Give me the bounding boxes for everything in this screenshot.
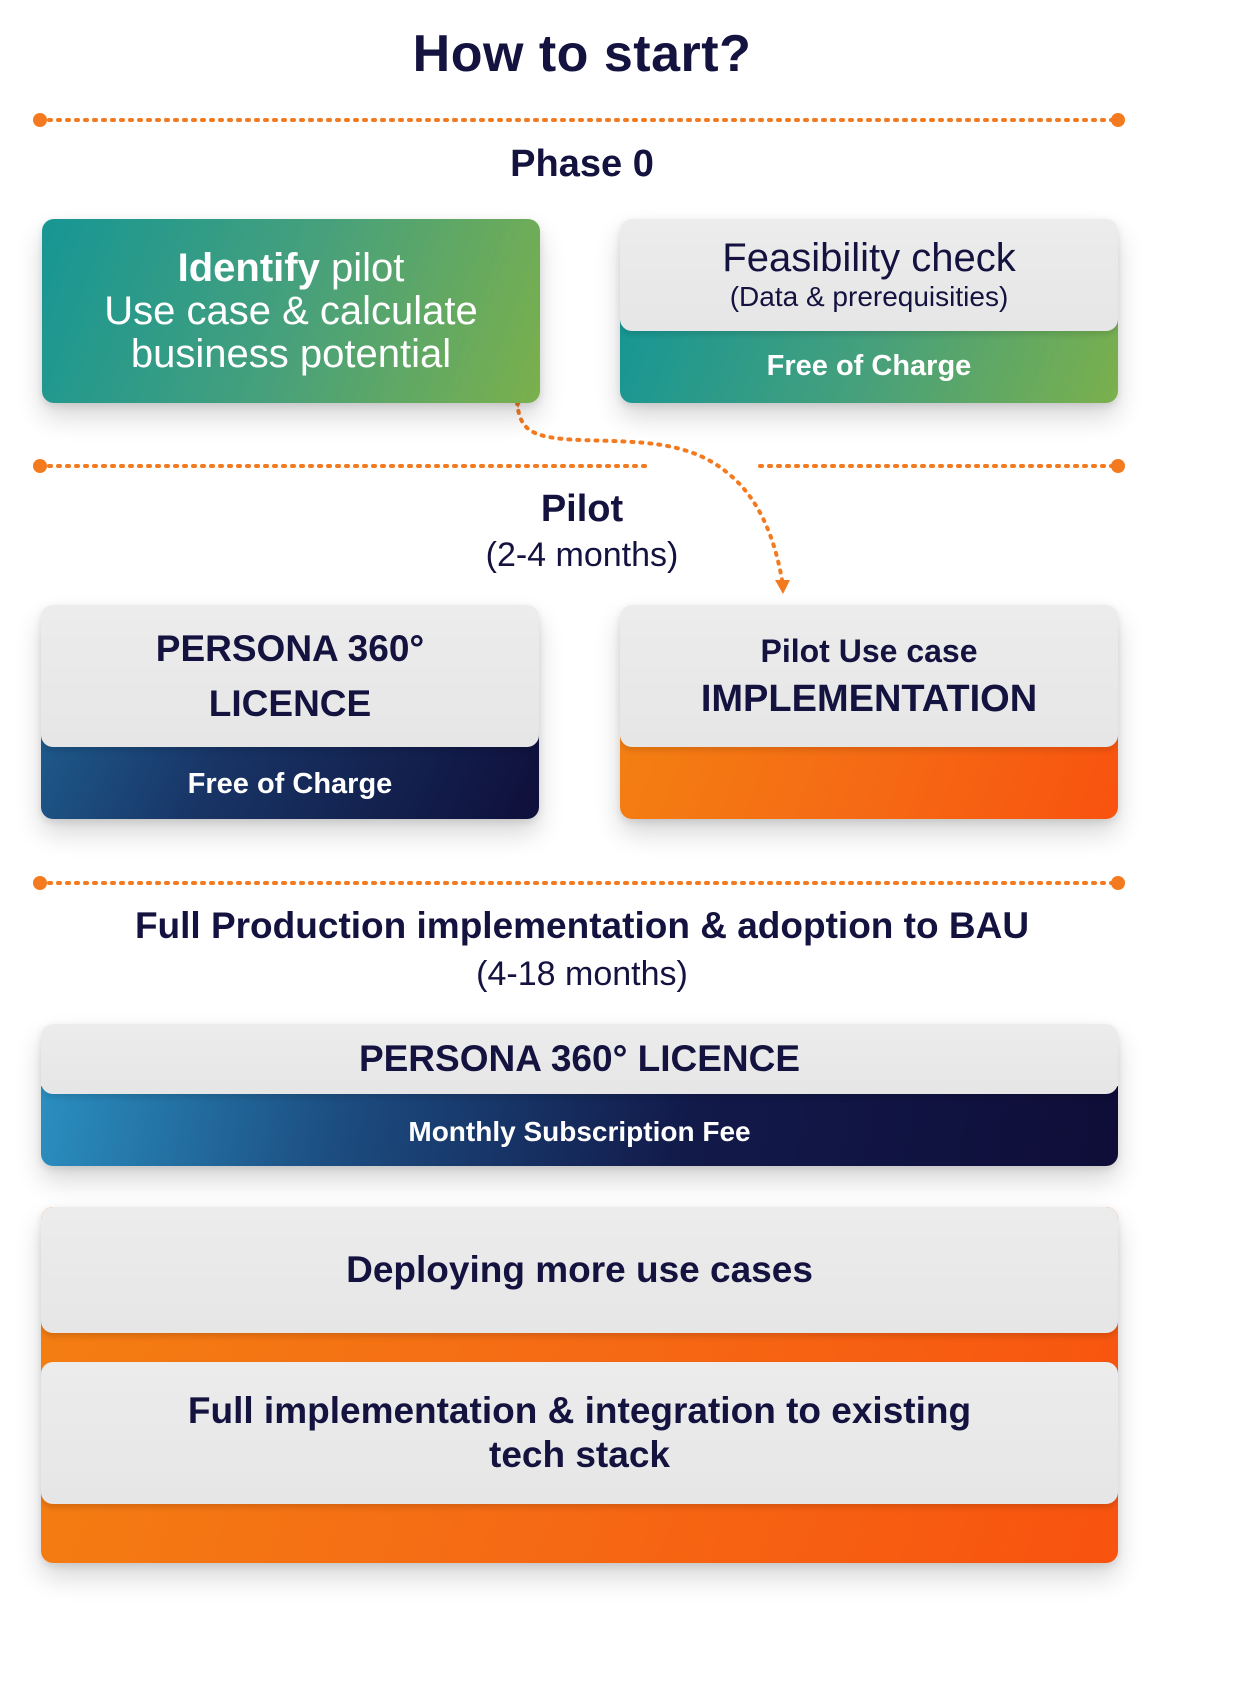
- feasibility-header: Feasibility check (Data & prerequisities…: [620, 219, 1118, 331]
- pilot-implementation-box: Pilot Use case IMPLEMENTATION: [620, 605, 1118, 819]
- pilot-implementation-line2: IMPLEMENTATION: [700, 678, 1038, 720]
- phase0-title: Phase 0: [510, 143, 654, 185]
- production-licence-title: PERSONA 360° LICENCE: [41, 1024, 1118, 1094]
- full-implementation-line1: Full implementation & integration to exi…: [187, 1390, 972, 1431]
- pilot-title: Pilot: [540, 488, 624, 530]
- feasibility-title: Feasibility check: [722, 236, 1016, 280]
- divider-pilot: [33, 459, 1125, 473]
- deploying-use-cases: Deploying more use cases: [41, 1207, 1118, 1333]
- identify-line3: business potential: [130, 331, 452, 376]
- divider-phase0: [33, 113, 1125, 127]
- pilot-duration: (2-4 months): [485, 536, 679, 574]
- pilot-licence-line2: LICENCE: [208, 683, 372, 724]
- page-title: How to start?: [412, 25, 752, 83]
- pilot-licence-line1: PERSONA 360°: [155, 628, 425, 669]
- production-duration: (4-18 months): [476, 955, 688, 993]
- feasibility-box: Free of Charge Feasibility check (Data &…: [620, 219, 1118, 403]
- identify-rest: pilot: [319, 245, 405, 290]
- production-stack-box: Deploying more use cases Full implementa…: [41, 1207, 1118, 1563]
- pilot-implementation-header: Pilot Use case IMPLEMENTATION: [620, 605, 1118, 747]
- production-title: Full Production implementation & adoptio…: [134, 905, 1030, 946]
- full-implementation-line2: tech stack: [489, 1434, 670, 1475]
- pilot-implementation-line1: Pilot Use case: [760, 633, 978, 669]
- production-licence-box: Monthly Subscription Fee PERSONA 360° LI…: [41, 1024, 1118, 1166]
- identify-line1: Identify pilot: [177, 245, 405, 290]
- feasibility-subtitle: (Data & prerequisities): [729, 281, 1009, 312]
- divider-production: [33, 876, 1125, 890]
- identify-line2: Use case & calculate: [104, 288, 478, 333]
- full-implementation: Full implementation & integration to exi…: [41, 1362, 1118, 1504]
- identify-bold: Identify: [177, 245, 320, 290]
- pilot-licence-header: PERSONA 360° LICENCE: [41, 605, 539, 747]
- pilot-licence-box: Free of Charge PERSONA 360° LICENCE: [41, 605, 539, 819]
- identify-pilot-box: Identify pilot Use case & calculate busi…: [42, 219, 540, 403]
- production-licence-footer: Monthly Subscription Fee: [41, 1086, 1118, 1166]
